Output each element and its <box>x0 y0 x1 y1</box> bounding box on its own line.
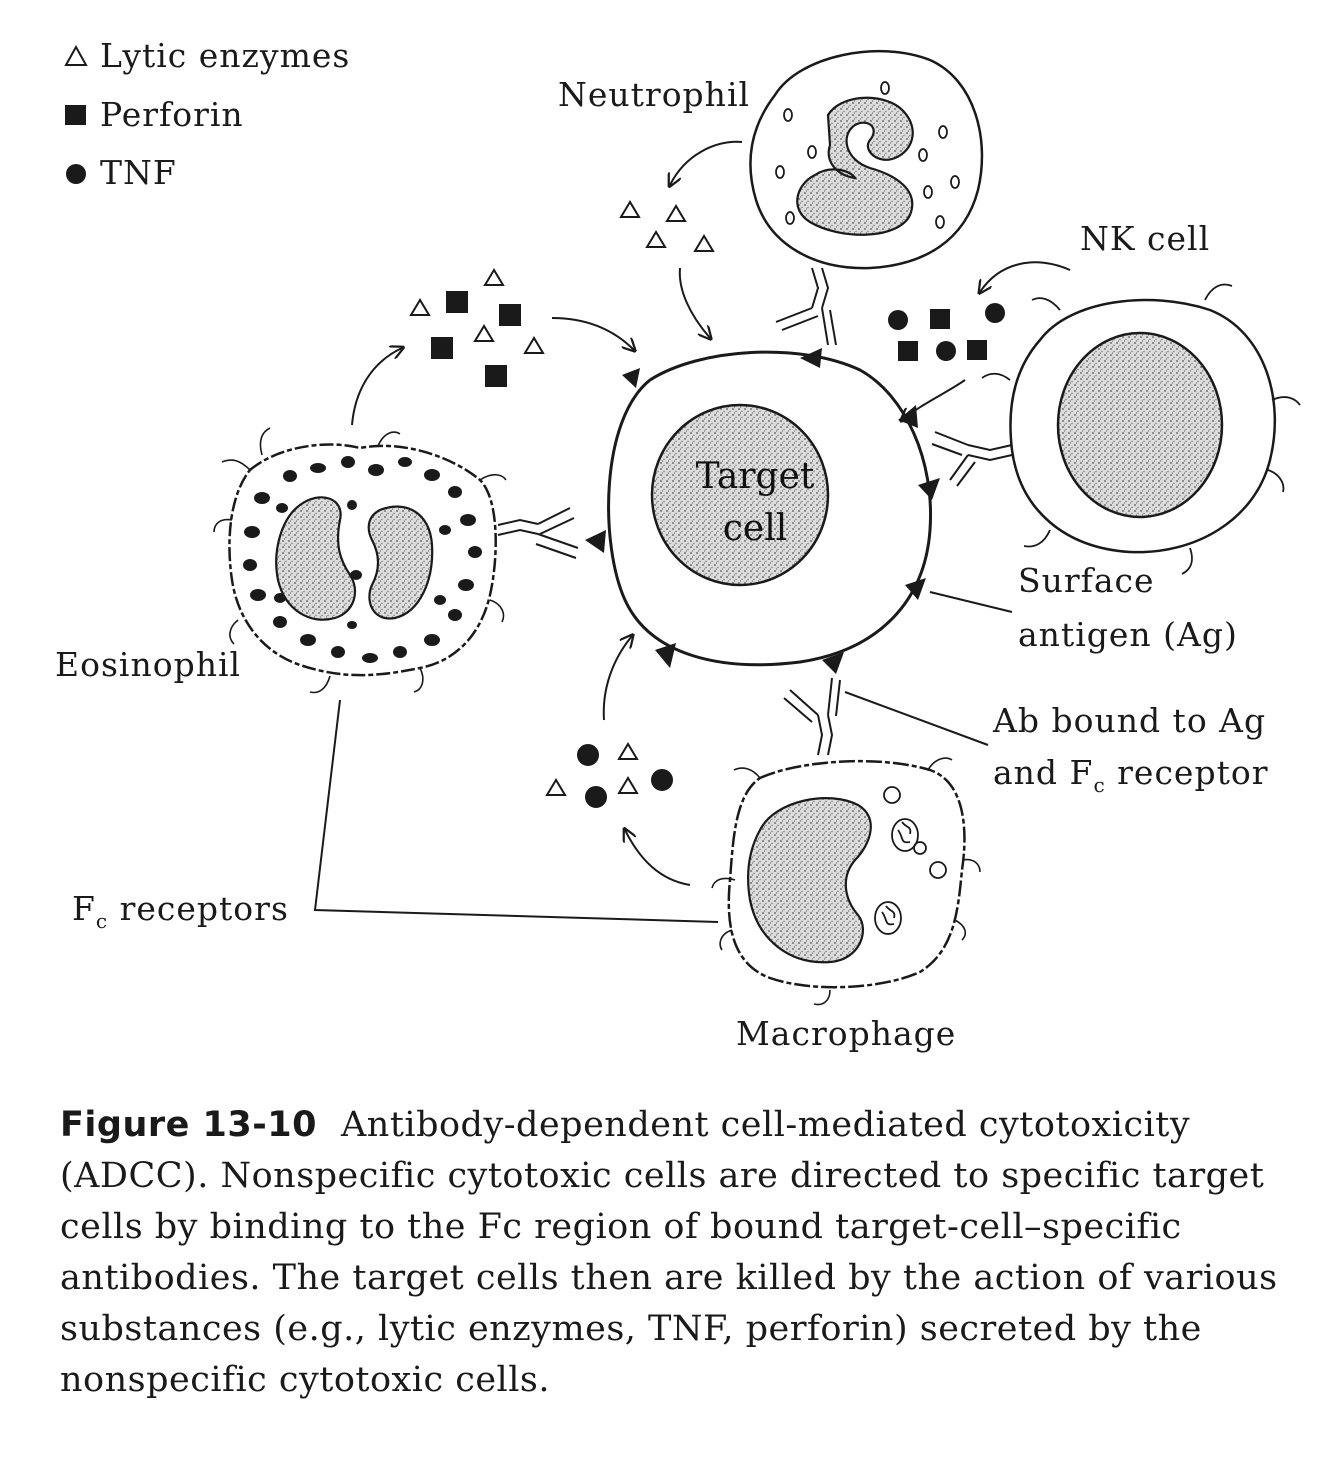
macrophage-label: Macrophage <box>736 1014 956 1053</box>
neutrophil-arrow-out <box>670 140 743 185</box>
circle-icon <box>66 164 86 184</box>
triangle-icon <box>64 44 88 66</box>
macrophage-released-substances <box>545 742 673 808</box>
legend-item-perforin: Perforin <box>65 95 244 134</box>
eosinophil-membrane <box>228 443 497 677</box>
surface-antigen <box>622 368 640 388</box>
target-cell: Target cell <box>585 348 940 674</box>
ab-bound-label-line1: Ab bound to Ag <box>992 701 1266 740</box>
legend-label: TNF <box>100 153 177 192</box>
surface-antigen <box>905 578 926 600</box>
surface-antigen-label-line1: Surface <box>1018 561 1155 600</box>
target-cell-nucleus <box>650 403 830 587</box>
macrophage: Macrophage <box>545 636 981 1053</box>
legend-item-lytic-enzymes: Lytic enzymes <box>64 36 350 75</box>
callout-fc-receptors: Fc receptors <box>72 699 719 933</box>
antibody-neutrophil <box>775 267 837 346</box>
surface-antigen <box>918 478 940 500</box>
nk-cell-label: NK cell <box>1080 219 1210 258</box>
legend-label: Perforin <box>100 95 244 134</box>
legend: Lytic enzymes Perforin TNF <box>64 36 350 192</box>
antibody-macrophage <box>783 677 841 756</box>
macrophage-processes <box>711 757 981 1006</box>
eosinophil-label: Eosinophil <box>55 645 241 684</box>
nk-released-substances <box>888 303 1005 361</box>
ab-bound-label-line2: and Fc receptor <box>993 753 1269 797</box>
target-cell-label-line2: cell <box>723 508 788 549</box>
caption-text: Antibody-dependent cell-mediated cytotox… <box>60 1105 1278 1400</box>
nk-arrow-out <box>980 261 1071 292</box>
macrophage-vacuoles <box>874 786 947 935</box>
nk-cell-processes <box>981 283 1301 575</box>
callout-surface-antigen: Surface antigen (Ag) <box>929 561 1238 654</box>
neutrophil-lytic-enzymes <box>619 200 715 252</box>
surface-antigen-label-line2: antigen (Ag) <box>1018 615 1238 654</box>
eosinophil-arrow-in <box>551 317 634 350</box>
eosinophil-nucleus <box>275 496 434 621</box>
fc-receptors-label: Fc receptors <box>72 889 289 933</box>
neutrophil-granules <box>775 81 960 229</box>
leader-line <box>844 691 989 746</box>
eosinophil-granules <box>243 456 482 663</box>
eosinophil-arrow-out <box>351 348 402 426</box>
macrophage-nucleus <box>746 797 872 964</box>
target-cell-label-line1: Target <box>696 456 815 497</box>
macrophage-arrow-in <box>602 636 632 721</box>
nk-cell-nucleus <box>1056 331 1224 519</box>
callout-ab-bound: Ab bound to Ag and Fc receptor <box>844 691 1269 797</box>
figure-number: Figure 13-10 <box>60 1105 317 1145</box>
surface-antigen <box>655 643 676 668</box>
adcc-diagram: Lytic enzymes Perforin TNF Target cell <box>55 36 1301 1053</box>
antibody-nk <box>931 431 1013 487</box>
nk-arrow-in <box>902 379 966 420</box>
eosinophil-released-substances <box>409 268 545 387</box>
neutrophil-label: Neutrophil <box>558 75 750 114</box>
surface-antigen <box>800 348 822 368</box>
eosinophil: Eosinophil <box>55 268 634 694</box>
macrophage-arrow-out <box>625 830 691 886</box>
neutrophil-nucleus <box>796 96 914 236</box>
surface-antigen <box>585 530 606 553</box>
legend-item-tnf: TNF <box>66 153 177 192</box>
antibody-eosinophil <box>497 507 579 559</box>
leader-line <box>929 591 1013 613</box>
leader-line <box>313 699 719 923</box>
neutrophil-arrow-in <box>678 267 710 338</box>
square-icon <box>65 105 86 125</box>
surface-antigen <box>822 652 844 674</box>
legend-label: Lytic enzymes <box>100 36 350 75</box>
nk-cell: NK cell <box>888 219 1301 575</box>
neutrophil: Neutrophil <box>558 49 984 346</box>
eosinophil-processes <box>213 427 507 694</box>
